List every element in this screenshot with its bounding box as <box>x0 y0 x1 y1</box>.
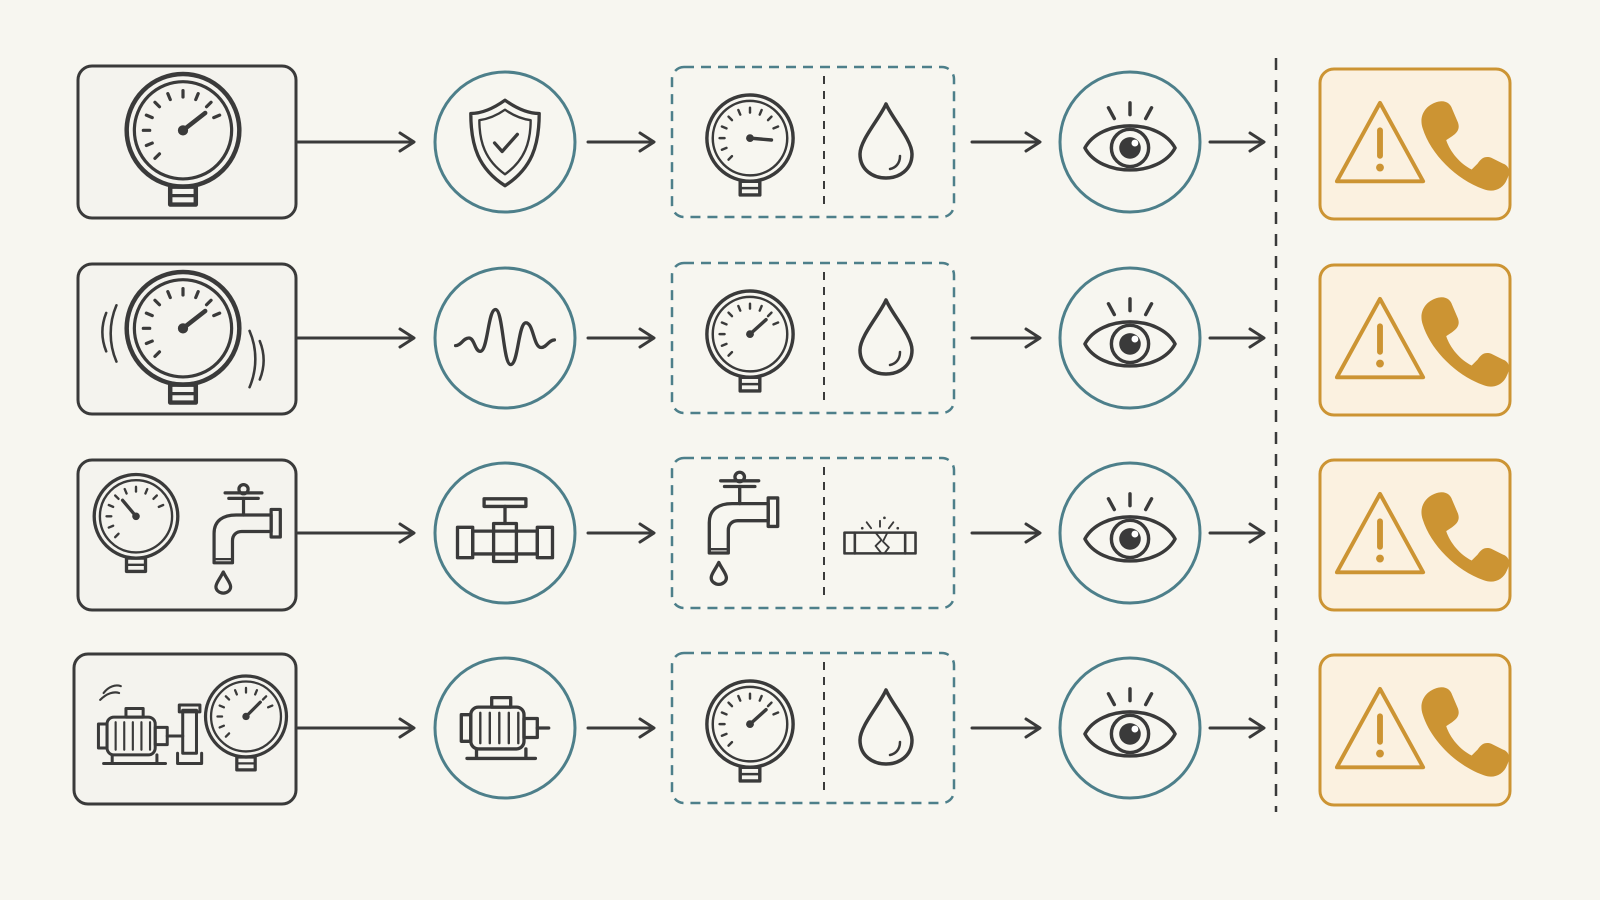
alert-box <box>1318 653 1512 807</box>
source-box <box>76 458 298 612</box>
arrow-2 <box>586 131 656 153</box>
monitor-circle <box>1058 656 1202 800</box>
water-drop-icon <box>858 102 914 180</box>
check-box <box>670 651 956 805</box>
phone-icon <box>1421 297 1509 387</box>
water-drop-icon <box>858 688 914 766</box>
check-box <box>670 65 956 219</box>
pressure-gauge-icon <box>705 93 795 197</box>
dripping-faucet-icon <box>707 470 780 587</box>
eye-icon <box>1083 297 1177 368</box>
eye-icon <box>1083 687 1177 758</box>
check-box <box>670 261 956 415</box>
source-box <box>76 64 298 220</box>
arrow-1 <box>296 327 416 349</box>
pipe-valve-icon <box>455 497 555 564</box>
arrow-3 <box>970 327 1042 349</box>
flow-row-4 <box>72 651 1512 807</box>
pressure-gauge-icon <box>203 674 289 772</box>
source-box <box>72 652 298 806</box>
monitor-circle <box>1058 266 1202 410</box>
arrow-1 <box>296 131 416 153</box>
pump-motor-icon <box>96 684 204 766</box>
alert-box <box>1318 458 1512 612</box>
broken-pipe-icon <box>843 516 917 555</box>
alert-box <box>1318 67 1512 221</box>
pressure-gauge-icon <box>92 472 180 574</box>
warning-triangle-icon <box>1334 491 1426 575</box>
step-circle <box>433 656 577 800</box>
flow-row-1 <box>76 64 1512 221</box>
flow-row-3 <box>76 456 1512 612</box>
monitor-circle <box>1058 461 1202 605</box>
pressure-gauge-icon <box>705 289 795 393</box>
step-circle <box>433 70 577 214</box>
flow-row-2 <box>76 261 1512 417</box>
dripping-faucet-icon <box>212 482 282 595</box>
arrow-4 <box>1208 327 1266 349</box>
warning-triangle-icon <box>1334 100 1426 184</box>
step-circle <box>433 461 577 605</box>
water-drop-icon <box>858 298 914 376</box>
eye-icon <box>1083 101 1177 172</box>
vibrating-pressure-gauge-icon <box>101 269 265 405</box>
arrow-3 <box>970 717 1042 739</box>
warning-triangle-icon <box>1334 686 1426 770</box>
pressure-gauge-icon <box>124 71 242 207</box>
arrow-4 <box>1208 131 1266 153</box>
phone-icon <box>1421 492 1509 582</box>
warning-triangle-icon <box>1334 296 1426 380</box>
step-circle <box>433 266 577 410</box>
check-box <box>670 456 956 610</box>
shield-check-icon <box>469 98 541 188</box>
phone-icon <box>1421 101 1509 191</box>
arrow-4 <box>1208 717 1266 739</box>
arrow-1 <box>296 717 416 739</box>
arrow-2 <box>586 522 656 544</box>
monitor-circle <box>1058 70 1202 214</box>
arrow-3 <box>970 131 1042 153</box>
pressure-gauge-icon <box>705 679 795 783</box>
phone-icon <box>1421 687 1509 777</box>
arrow-1 <box>296 522 416 544</box>
arrow-3 <box>970 522 1042 544</box>
arrow-4 <box>1208 522 1266 544</box>
eye-icon <box>1083 492 1177 563</box>
source-box <box>76 262 298 416</box>
arrow-2 <box>586 717 656 739</box>
electric-motor-icon <box>459 695 551 761</box>
alert-box <box>1318 263 1512 417</box>
wave-signal-icon <box>453 307 557 367</box>
arrow-2 <box>586 327 656 349</box>
